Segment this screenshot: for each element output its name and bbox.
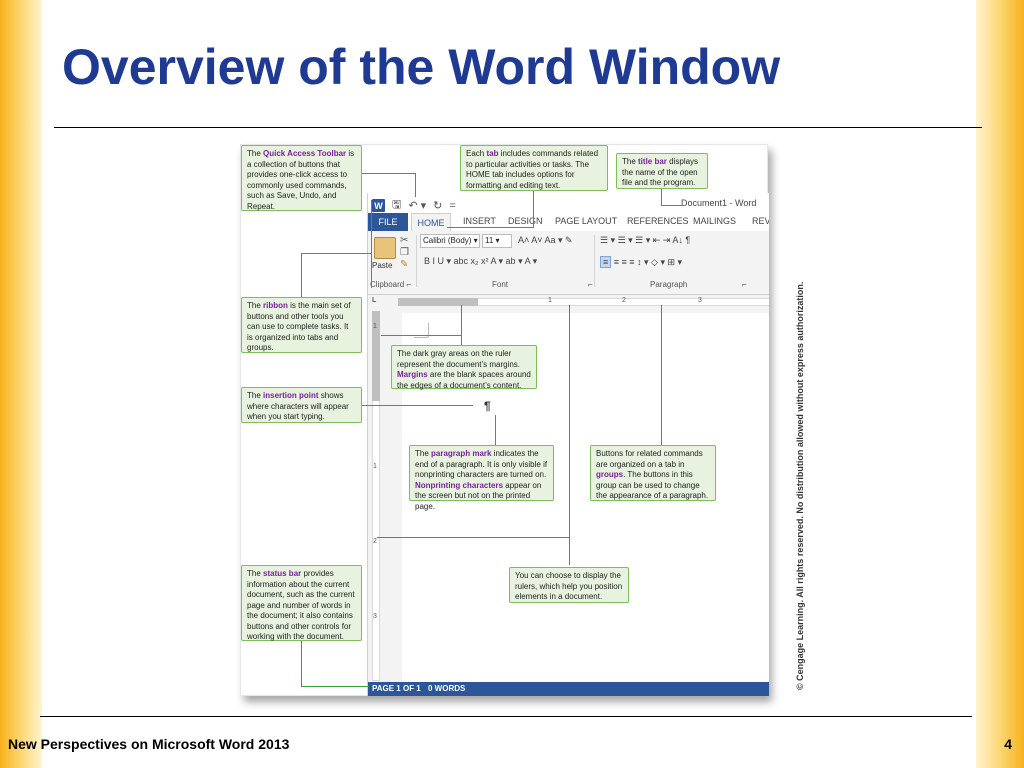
callout-groups: Buttons for related commands are organiz…: [590, 445, 716, 501]
footer-divider: [40, 716, 972, 717]
callout-paragraph-mark: The paragraph mark indicates the end of …: [409, 445, 554, 511]
arrow-line: [381, 335, 461, 336]
vertical-ruler-top-margin: [372, 311, 380, 401]
group-separator: [416, 235, 417, 287]
arrow-line: [371, 200, 372, 288]
customize-qat-icon[interactable]: =: [449, 199, 456, 212]
ruler-number: 2: [622, 297, 626, 304]
font-tools-row1[interactable]: A˄ A˅ Aa ▾ ✎: [518, 235, 573, 245]
ruler-number: 1: [548, 297, 552, 304]
quick-access-toolbar: W 🖫 ↶ ▾ ↻ =: [372, 196, 456, 215]
callout-margins: The dark gray areas on the ruler represe…: [391, 345, 537, 390]
word-window-figure: W 🖫 ↶ ▾ ↻ = Document1 - Word FILE HOME I…: [240, 144, 769, 696]
tab-mailings[interactable]: MAILINGS: [693, 216, 737, 226]
title-divider: [54, 127, 982, 128]
ruler-left-margin: [398, 298, 478, 306]
arrow-line: [361, 405, 473, 406]
align-left-button[interactable]: ≡: [600, 256, 612, 268]
tab-references[interactable]: REFERENCES: [627, 216, 689, 226]
document-title: Document1 - Word: [681, 198, 757, 208]
slide-page-number: 4: [1004, 736, 1012, 752]
vruler-number: 1: [373, 463, 377, 470]
format-painter-icon[interactable]: ✎: [400, 259, 409, 270]
font-tools-row2[interactable]: B I U ▾ abc x₂ x² A ▾ ab ▾ A ▾: [424, 256, 538, 266]
font-dialog-launcher[interactable]: ⌐: [588, 280, 593, 289]
paragraph-tools-row2: ≡ ≡ ≡ ≡ ↕ ▾ ◇ ▾ ⊞ ▾: [600, 256, 682, 268]
arrow-line: [661, 205, 683, 206]
tab-page-layout[interactable]: PAGE LAYOUT: [555, 216, 618, 226]
slide-title: Overview of the Word Window: [62, 39, 781, 95]
vruler-number: 3: [373, 613, 377, 620]
left-accent-bar: [0, 0, 42, 768]
status-word-count[interactable]: 0 WORDS: [428, 684, 466, 693]
arrow-line: [661, 185, 662, 205]
tab-home[interactable]: HOME: [411, 213, 451, 232]
arrow-line: [461, 305, 462, 345]
arrow-line: [495, 415, 496, 445]
group-label-font: Font: [492, 280, 509, 289]
title-bar: W 🖫 ↶ ▾ ↻ = Document1 - Word: [368, 193, 769, 213]
arrow-line: [661, 305, 662, 445]
paste-button-label[interactable]: Paste: [372, 261, 393, 270]
callout-status-bar: The status bar provides information abou…: [241, 565, 362, 641]
paste-icon[interactable]: [374, 237, 396, 259]
ruler-tab-selector[interactable]: L: [372, 297, 377, 304]
paragraph-tools-row1[interactable]: ☰ ▾ ☰ ▾ ☰ ▾ ⇤ ⇥ A↓ ¶: [600, 235, 691, 245]
arrow-line: [301, 686, 369, 687]
callout-quick-access-toolbar: The Quick Access Toolbar is a collection…: [241, 145, 362, 211]
callout-ribbon: The ribbon is the main set of buttons an…: [241, 297, 362, 353]
arrow-line: [533, 185, 534, 227]
arrow-line: [301, 641, 302, 687]
arrow-line: [447, 227, 534, 228]
arrow-line: [301, 253, 302, 297]
word-app-icon[interactable]: W: [372, 199, 385, 212]
tab-insert[interactable]: INSERT: [463, 216, 496, 226]
margin-corner-mark: [414, 337, 428, 338]
arrow-line: [569, 305, 570, 565]
redo-icon[interactable]: ↻: [433, 200, 443, 212]
ribbon: Paste ✂ ❐ ✎ Calibri (Body) ▾ 11 ▾ A˄ A˅ …: [368, 231, 769, 295]
arrow-line: [361, 173, 415, 174]
vruler-number: 1: [373, 323, 377, 330]
ruler-number: 3: [698, 297, 702, 304]
font-size-select[interactable]: 11 ▾: [482, 234, 512, 248]
save-icon[interactable]: 🖫: [392, 199, 402, 211]
arrow-line: [377, 537, 569, 538]
paragraph-mark[interactable]: ¶: [484, 399, 491, 413]
tab-file[interactable]: FILE: [368, 213, 408, 231]
cut-icon[interactable]: ✂: [400, 235, 409, 246]
callout-title-bar: The title bar displays the name of the o…: [616, 153, 708, 189]
paragraph-tools-rest[interactable]: ≡ ≡ ≡ ↕ ▾ ◇ ▾ ⊞ ▾: [611, 257, 683, 267]
tab-design[interactable]: DESIGN: [508, 216, 543, 226]
copyright-notice: © Cengage Learning. All rights reserved.…: [795, 281, 805, 690]
callout-rulers: You can choose to display the rulers, wh…: [509, 567, 629, 603]
status-bar: PAGE 1 OF 1 0 WORDS: [368, 682, 769, 696]
slide-footer: New Perspectives on Microsoft Word 2013: [8, 736, 290, 752]
arrow-line: [301, 253, 371, 254]
arrow-line: [415, 173, 416, 197]
horizontal-ruler[interactable]: L 1 2 3: [368, 296, 769, 308]
copy-icon[interactable]: ❐: [400, 247, 409, 258]
status-page-count[interactable]: PAGE 1 OF 1: [372, 684, 421, 693]
group-label-paragraph: Paragraph: [650, 280, 688, 289]
margin-corner-mark: [428, 323, 429, 337]
vruler-number: 2: [373, 538, 377, 545]
font-name-select[interactable]: Calibri (Body) ▾: [420, 234, 480, 248]
undo-icon[interactable]: ↶ ▾: [408, 200, 427, 212]
callout-insertion-point: The insertion point shows where characte…: [241, 387, 362, 423]
group-separator: [594, 235, 595, 287]
right-accent-bar: [976, 0, 1024, 768]
tab-review[interactable]: REV: [752, 216, 769, 226]
ribbon-tabs: FILE HOME INSERT DESIGN PAGE LAYOUT REFE…: [368, 213, 769, 232]
callout-tab: Each tab includes commands related to pa…: [460, 145, 608, 191]
group-label-clipboard: Clipboard ⌐: [370, 280, 412, 289]
paragraph-dialog-launcher[interactable]: ⌐: [742, 280, 747, 289]
